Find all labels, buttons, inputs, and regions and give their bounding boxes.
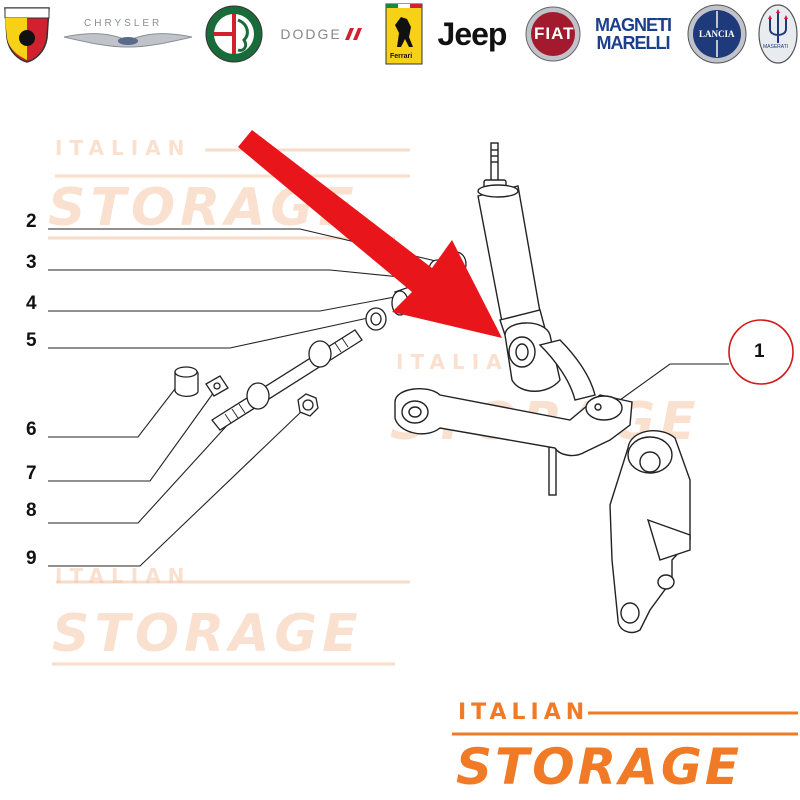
lower-control-arm bbox=[394, 339, 633, 457]
leader-line-9 bbox=[48, 409, 304, 567]
shock-lower-mount bbox=[504, 322, 561, 496]
shock-body bbox=[477, 185, 541, 323]
watermark-italian-bottom: ITALIAN bbox=[55, 564, 192, 588]
abarth-scorpion-icon bbox=[4, 7, 50, 63]
brand-abarth bbox=[0, 4, 54, 64]
alfa-romeo-badge-icon bbox=[205, 5, 263, 63]
brand-fiat: FIAT bbox=[524, 4, 582, 64]
red-pointer-arrow bbox=[238, 130, 502, 338]
leader-line-3 bbox=[48, 269, 431, 281]
watermark-rules bbox=[48, 148, 410, 666]
callout-number-3: 3 bbox=[26, 252, 37, 273]
brand-label-lancia: LANCIA bbox=[698, 28, 736, 40]
brand-maserati: MASERATI bbox=[756, 4, 800, 64]
watermark-italian-mid: ITALIAN bbox=[396, 350, 533, 374]
jeep-wordmark: Jeep bbox=[437, 15, 508, 52]
leader-line-4 bbox=[48, 295, 401, 312]
leader-line-6 bbox=[48, 384, 179, 438]
chrysler-wings-icon bbox=[63, 33, 193, 48]
fiat-badge-icon bbox=[525, 6, 581, 62]
brand-label-fiat: FIAT bbox=[534, 24, 575, 43]
callout-number-9: 9 bbox=[26, 548, 37, 569]
callout-number-6: 6 bbox=[26, 419, 37, 440]
brand-label-ferrari: Ferrari bbox=[390, 53, 413, 60]
brand-dodge: DODGE bbox=[272, 4, 374, 64]
brand-label-chrysler: CHRYSLER bbox=[84, 18, 163, 29]
italian-storage-logo-line2: STORAGE bbox=[456, 738, 743, 796]
logo-rules bbox=[452, 711, 798, 736]
leader-line-1 bbox=[619, 363, 729, 401]
callout-number-8: 8 bbox=[26, 500, 37, 521]
brand-jeep: Jeep bbox=[428, 4, 516, 64]
dodge-stripes-icon bbox=[344, 28, 362, 40]
steering-knuckle bbox=[609, 430, 691, 634]
brand-ferrari: Ferrari bbox=[384, 3, 424, 65]
callout-number-2: 2 bbox=[26, 211, 37, 232]
watermark-italian-top: ITALIAN bbox=[55, 136, 192, 160]
part-7-plate bbox=[205, 375, 229, 397]
brand-lancia: LANCIA bbox=[686, 4, 748, 64]
brand-logo-bar: CHRYSLER DODGE Ferrari Jeep bbox=[0, 0, 800, 70]
leader-line-8 bbox=[48, 397, 253, 524]
callout-number-4: 4 bbox=[26, 293, 37, 314]
brand-label-maserati: MASERATI bbox=[763, 44, 789, 50]
callout-1-highlight-circle bbox=[728, 319, 794, 385]
part-8-tie-rod bbox=[211, 329, 363, 431]
brand-magneti-marelli: MAGNETI MARELLI bbox=[586, 4, 680, 64]
part-6-bush bbox=[174, 366, 199, 398]
leader-line-5 bbox=[48, 317, 369, 349]
leader-line-7 bbox=[48, 391, 215, 482]
maserati-trident-icon bbox=[758, 4, 798, 64]
callout-number-1: 1 bbox=[754, 341, 765, 362]
callout-number-5: 5 bbox=[26, 330, 37, 351]
callout-number-7: 7 bbox=[26, 463, 37, 484]
part-9-nut bbox=[297, 393, 319, 417]
ferrari-horse-icon bbox=[385, 3, 423, 65]
magneti-marelli-wordmark: MAGNETI MARELLI bbox=[595, 15, 672, 53]
part-5-washer bbox=[365, 307, 387, 331]
italian-storage-logo-line1: ITALIAN bbox=[458, 700, 590, 725]
watermark-storage-bottom: STORAGE bbox=[52, 604, 363, 664]
brand-label-dodge: DODGE bbox=[280, 26, 342, 42]
brand-chrysler: CHRYSLER bbox=[62, 4, 194, 64]
brand-alfa-romeo bbox=[203, 4, 265, 64]
shock-rod-top bbox=[490, 142, 499, 184]
